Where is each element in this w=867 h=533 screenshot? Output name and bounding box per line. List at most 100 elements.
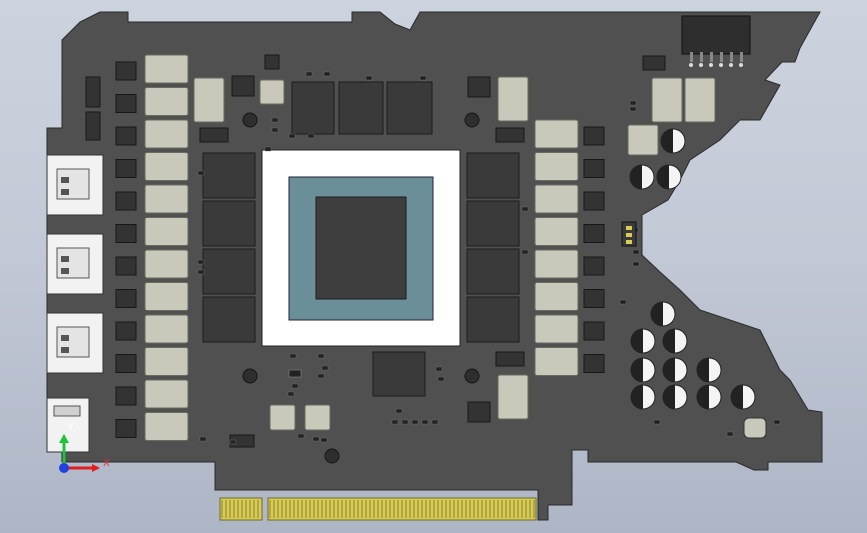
small-chip bbox=[115, 126, 137, 146]
small-chip bbox=[264, 54, 280, 70]
smd-part bbox=[197, 259, 205, 265]
inductor-pad bbox=[534, 184, 579, 214]
connector-pin-tip bbox=[719, 63, 723, 67]
small-chip bbox=[115, 321, 137, 341]
connector-pin-tip bbox=[739, 63, 743, 67]
inductor-pad bbox=[269, 404, 296, 431]
small-chip bbox=[115, 419, 137, 438]
capacitor-mark bbox=[663, 329, 675, 353]
connector-pin-tip bbox=[689, 63, 693, 67]
memory-chips bbox=[202, 152, 520, 343]
smd-part bbox=[421, 419, 429, 425]
smd-part bbox=[199, 436, 207, 442]
inductor-pad bbox=[534, 119, 579, 149]
capacitor-mark bbox=[657, 165, 669, 189]
gpu-die bbox=[315, 196, 407, 300]
display-port-contact bbox=[61, 335, 69, 341]
smd-part bbox=[632, 249, 640, 255]
power-connector-pins bbox=[689, 52, 743, 67]
inductor-pad bbox=[534, 152, 579, 181]
view-triad[interactable]: X Y bbox=[59, 422, 110, 473]
display-port bbox=[46, 233, 104, 295]
small-chip bbox=[583, 224, 605, 243]
inductor-pad bbox=[534, 282, 579, 311]
smd-part bbox=[619, 299, 627, 305]
memory-chip bbox=[466, 296, 520, 343]
memory-chip bbox=[466, 152, 520, 199]
smd-part bbox=[271, 127, 279, 133]
smd-part bbox=[229, 439, 237, 445]
capacitor-mark bbox=[731, 385, 743, 409]
triad-y-label: Y bbox=[67, 422, 75, 433]
smd-part bbox=[435, 366, 443, 372]
connector-pin-tip bbox=[729, 63, 733, 67]
inductor-pad bbox=[144, 412, 189, 441]
small-chip bbox=[583, 289, 605, 308]
smd-part bbox=[197, 269, 205, 275]
mounting-hole bbox=[242, 112, 258, 128]
small-chip bbox=[642, 55, 666, 71]
display-port-contact bbox=[61, 268, 69, 274]
display-port-contact bbox=[61, 256, 69, 262]
small-chip bbox=[583, 321, 605, 341]
smd-part bbox=[312, 436, 320, 442]
capacitor-mark bbox=[663, 358, 675, 382]
smd-part bbox=[632, 261, 640, 267]
inductor-pad bbox=[497, 374, 529, 420]
memory-chip bbox=[202, 248, 256, 295]
smd-part bbox=[271, 117, 279, 123]
small-chip bbox=[115, 94, 137, 113]
smd-part bbox=[629, 106, 637, 112]
inductor-pad bbox=[144, 152, 189, 181]
capacitor-mark bbox=[697, 358, 709, 382]
smd-part bbox=[521, 249, 529, 255]
inductor-pad bbox=[304, 404, 331, 431]
top-chip-3 bbox=[386, 81, 433, 135]
mounting-hole bbox=[324, 448, 340, 464]
inductor-pad bbox=[651, 77, 683, 123]
memory-chip bbox=[202, 296, 256, 343]
display-port-housing bbox=[46, 233, 104, 295]
smd-part bbox=[401, 419, 409, 425]
small-chip bbox=[115, 256, 137, 276]
capacitor-mark bbox=[631, 329, 643, 353]
display-port bbox=[46, 154, 104, 216]
inductor-pads bbox=[144, 54, 716, 441]
small-chip bbox=[583, 354, 605, 373]
inductor-pad bbox=[534, 217, 579, 246]
connector-pin bbox=[720, 52, 723, 62]
inductor-pad bbox=[144, 249, 189, 279]
smd-part bbox=[289, 353, 297, 359]
smd-part bbox=[365, 75, 373, 81]
memory-chip bbox=[466, 248, 520, 295]
jumper-pin bbox=[626, 226, 632, 230]
connector-pin-tip bbox=[709, 63, 713, 67]
small-chip bbox=[583, 159, 605, 178]
capacitor-mark bbox=[661, 129, 673, 153]
small-chip bbox=[115, 224, 137, 243]
display-ports bbox=[46, 154, 104, 453]
bottom-chip bbox=[372, 351, 426, 397]
smd-part bbox=[305, 71, 313, 77]
inductor-pad bbox=[684, 77, 716, 123]
smd-part bbox=[288, 133, 296, 139]
small-chip bbox=[467, 401, 491, 423]
pcie-finger-lines bbox=[221, 500, 535, 518]
smd-part bbox=[431, 419, 439, 425]
hdmi-opening bbox=[53, 405, 81, 417]
connector-pin bbox=[740, 52, 743, 62]
small-chip bbox=[583, 126, 605, 146]
smd-part bbox=[391, 419, 399, 425]
mounting-hole bbox=[242, 368, 258, 384]
triad-x-label: X bbox=[103, 458, 110, 469]
smd-part bbox=[726, 431, 734, 437]
mounting-hole bbox=[464, 368, 480, 384]
small-chip bbox=[199, 127, 229, 143]
inductor-pad bbox=[144, 184, 189, 214]
jumper-pin bbox=[626, 240, 632, 244]
smd-part bbox=[395, 408, 403, 414]
inductor-pad bbox=[627, 124, 659, 156]
triad-y-arrow bbox=[59, 434, 69, 443]
